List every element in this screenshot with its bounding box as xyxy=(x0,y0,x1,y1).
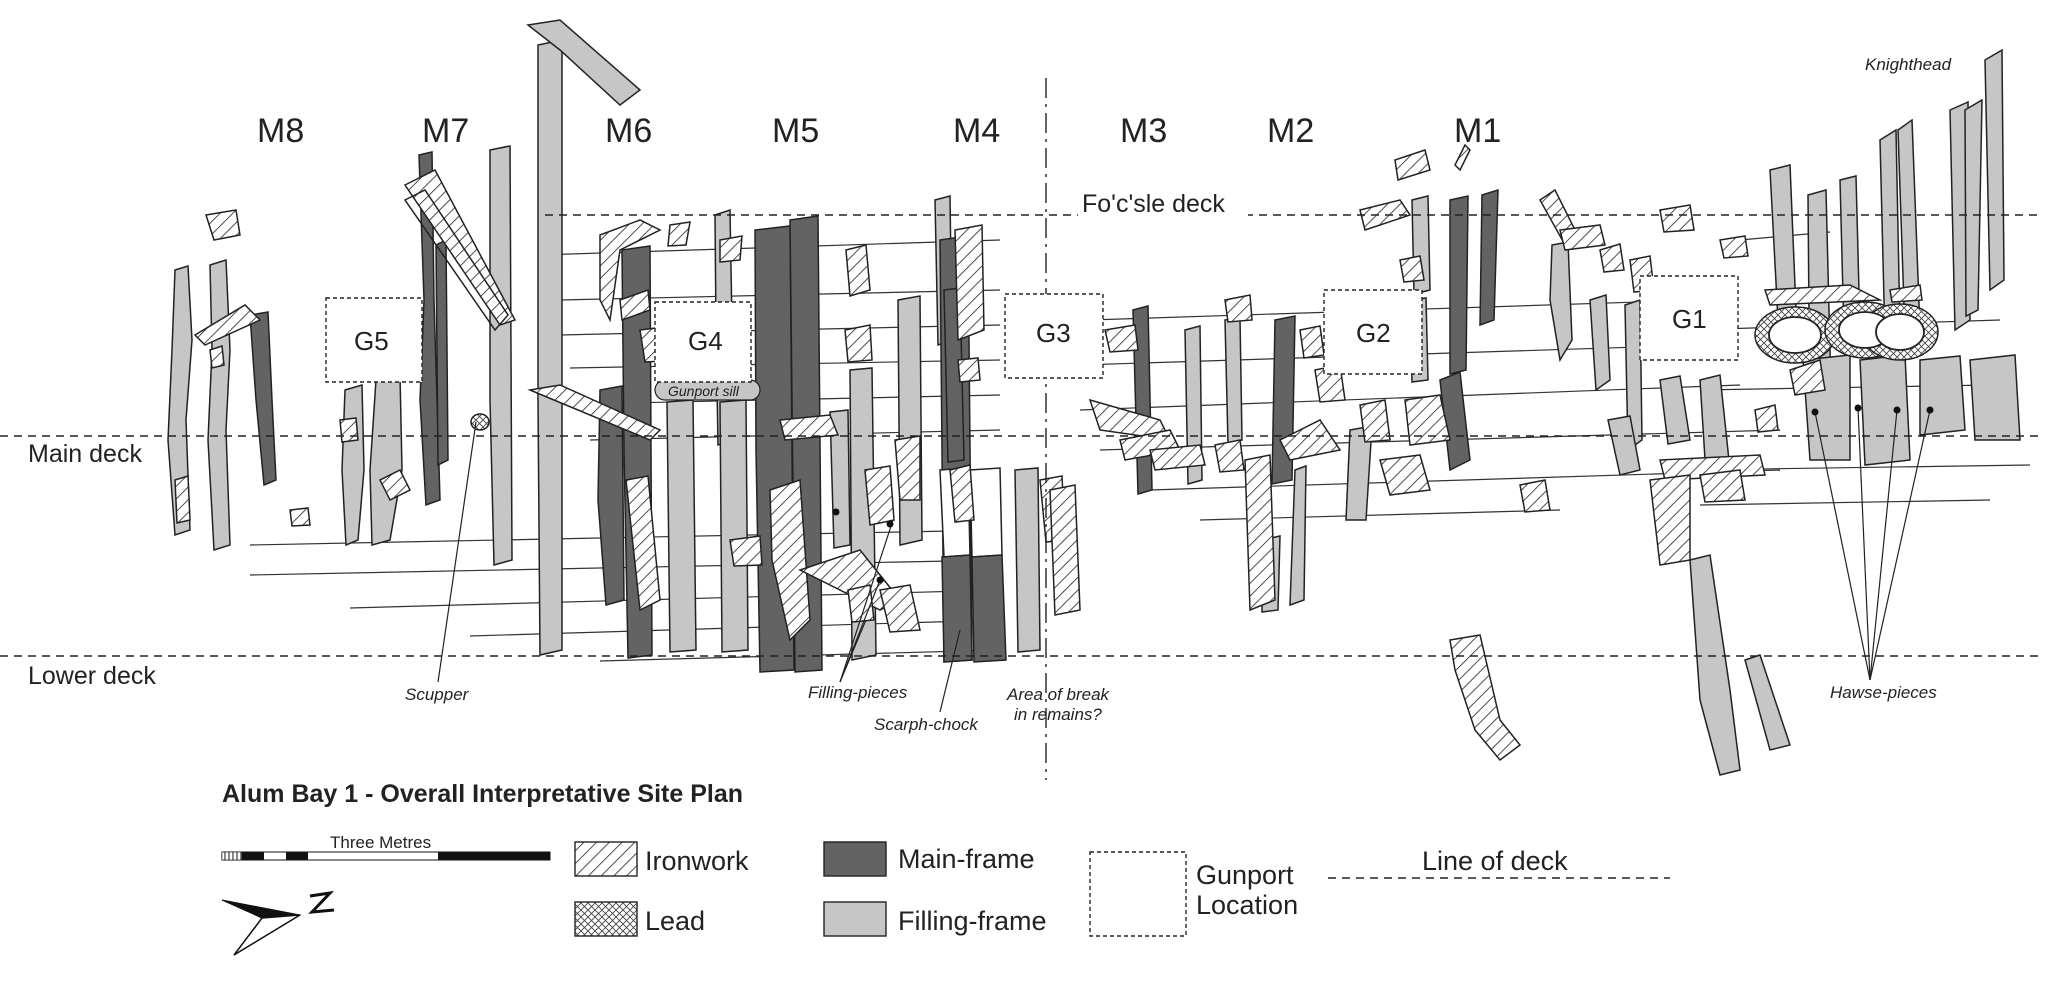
legend: Ironwork Lead Main-frame Filling-frame G… xyxy=(574,841,1670,937)
gunport-g3-box xyxy=(1004,293,1104,379)
frame-label: M5 xyxy=(772,112,819,150)
scale-bar: Three Metres xyxy=(221,833,551,861)
legend-gunport-swatch xyxy=(1089,851,1187,937)
scupper-label: Scupper xyxy=(405,685,470,704)
gunport-g2-box xyxy=(1323,289,1423,375)
legend-lead-swatch xyxy=(574,901,638,937)
ironwork-pieces xyxy=(174,143,1923,762)
frame-labels: M8 M7 M6 M5 M4 M3 M2 M1 xyxy=(257,112,1501,150)
annotations: Knighthead Gunport sill Scupper Filling-… xyxy=(405,55,1952,734)
legend-gunport-label-line2: Location xyxy=(1196,890,1298,920)
deck-lines xyxy=(0,214,2040,657)
leader-lines xyxy=(437,407,1931,713)
lower-deck-label: Lower deck xyxy=(28,662,156,690)
legend-filling-frame-swatch xyxy=(823,901,887,937)
gunport-boxes xyxy=(325,275,1739,383)
gunport-label: G2 xyxy=(1356,318,1391,348)
legend-gunport-label-line1: Gunport xyxy=(1196,860,1294,890)
m4-scarph-chock xyxy=(941,554,1007,663)
gunport-g1-box xyxy=(1639,275,1739,361)
scale-bar-label: Three Metres xyxy=(330,833,431,852)
gunport-label: G4 xyxy=(688,326,723,356)
scarph-chock-label: Scarph-chock xyxy=(874,715,979,734)
knighthead-label: Knighthead xyxy=(1865,55,1952,74)
gunport-g4-box xyxy=(654,301,752,383)
gunport-labels: G5 G4 G3 G2 G1 xyxy=(354,304,1707,356)
gunport-label: G5 xyxy=(354,326,389,356)
legend-filling-frame-label: Filling-frame xyxy=(898,906,1047,936)
break-label-line1: Area of break xyxy=(1006,685,1111,704)
fcsle-deck-label: Fo'c'sle deck xyxy=(1082,190,1225,218)
filling-frames xyxy=(167,19,2021,776)
frame-label: M3 xyxy=(1120,112,1167,150)
frame-label: M8 xyxy=(257,112,304,150)
frame-label: M7 xyxy=(422,112,469,150)
legend-ironwork-label: Ironwork xyxy=(645,846,749,876)
frame-label: M2 xyxy=(1267,112,1314,150)
legend-lead-label: Lead xyxy=(645,906,705,936)
frame-label: M1 xyxy=(1454,112,1501,150)
gunport-label: G1 xyxy=(1672,304,1707,334)
break-label-line2: in remains? xyxy=(1014,705,1102,724)
figure-title: Alum Bay 1 - Overall Interpretative Site… xyxy=(222,780,743,808)
deck-labels: Fo'c'sle deck Main deck Lower deck xyxy=(28,190,1248,690)
gunport-g5-box xyxy=(325,297,423,383)
filling-pieces-label: Filling-pieces xyxy=(808,683,908,702)
frame-label: M4 xyxy=(953,112,1000,150)
main-deck-label: Main deck xyxy=(28,440,142,468)
leader-dots xyxy=(832,404,1934,584)
hawse-holes xyxy=(1768,311,1925,354)
north-arrow-icon xyxy=(221,890,335,956)
legend-ironwork-swatch xyxy=(574,841,638,877)
legend-deck-line-label: Line of deck xyxy=(1422,846,1568,876)
legend-main-frame-label: Main-frame xyxy=(898,844,1035,874)
hawse-pieces-label: Hawse-pieces xyxy=(1830,683,1937,702)
gunport-label: G3 xyxy=(1036,318,1071,348)
frame-label: M6 xyxy=(605,112,652,150)
legend-main-frame-swatch xyxy=(823,841,887,877)
gunport-sill-label: Gunport sill xyxy=(668,383,740,399)
